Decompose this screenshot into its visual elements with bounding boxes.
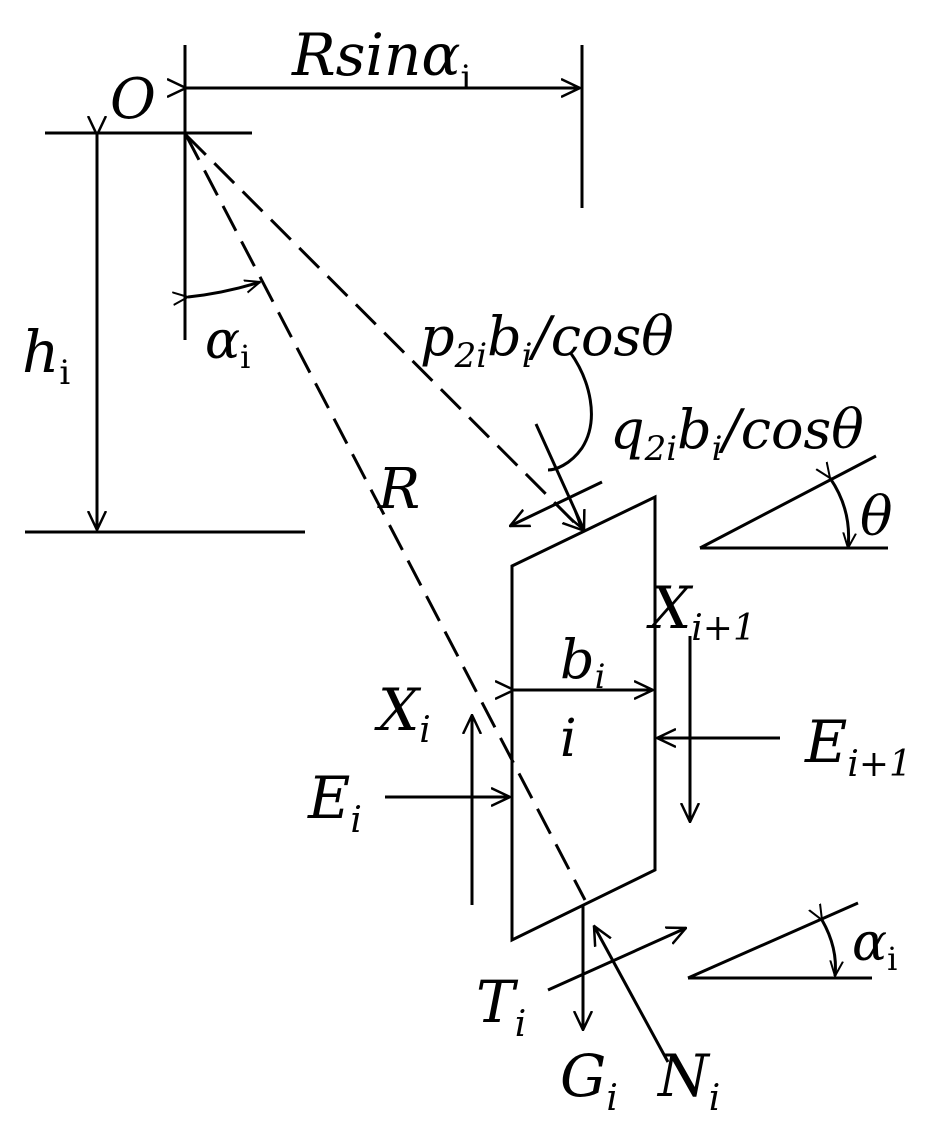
theta-label: θ — [860, 485, 893, 548]
hi-sub: i — [59, 353, 70, 393]
q-load-main: q — [610, 398, 645, 461]
bi-main: b — [560, 628, 595, 691]
e-i-main: E — [307, 764, 350, 832]
radius-label: R — [377, 457, 420, 522]
t-i-sub: i — [515, 1004, 527, 1045]
q-load-rest-sub: i — [712, 429, 723, 469]
e-next-label: Ei+1 — [804, 708, 912, 785]
n-i-main: N — [656, 1042, 711, 1110]
g-i-label: Gi — [560, 1042, 618, 1119]
p-load-rest-sub: i — [522, 336, 533, 376]
rsin-main: Rsin — [291, 21, 421, 89]
alpha-top-label: αi — [205, 311, 250, 376]
origin-label: O — [110, 67, 156, 132]
x-next-label: Xi+1 — [646, 574, 756, 649]
rsin-alpha-label: Rsinαi — [291, 21, 472, 98]
x-next-sub: i+1 — [691, 608, 756, 649]
x-next-main: X — [646, 574, 694, 642]
t-i-label: Ti — [476, 968, 526, 1045]
p-load-tail: /cosθ — [528, 305, 674, 368]
slice-index-label: i — [560, 709, 577, 769]
n-normal-arrow — [594, 926, 670, 1063]
q-load-sub: 2i — [644, 429, 678, 469]
n-i-label: Ni — [656, 1042, 720, 1119]
x-i-label: Xi — [374, 676, 431, 751]
bi-label: bi — [560, 628, 605, 697]
p-load-label: p2ibi/cosθ — [420, 305, 674, 376]
rsin-sub: i — [461, 58, 472, 98]
alpha-base-label: αi — [852, 913, 897, 978]
p-load-sub: 2i — [454, 336, 488, 376]
rsin-greek: α — [421, 21, 460, 89]
radius-dashed-line-to-slice-top — [184, 133, 582, 530]
x-i-sub: i — [419, 710, 431, 751]
e-i-label: Ei — [307, 764, 362, 841]
hi-main: h — [22, 318, 59, 386]
bi-sub: i — [595, 657, 606, 697]
p-load-leader-curve — [547, 351, 593, 472]
radius-dashed-line-to-slice-base — [184, 134, 587, 901]
e-next-sub: i+1 — [847, 744, 912, 785]
alpha-top-sub: i — [240, 338, 250, 376]
e-i-sub: i — [350, 800, 362, 841]
p-load-rest: b — [487, 305, 522, 368]
alpha-angle-arc-base — [822, 920, 835, 976]
q-load-arrow — [510, 480, 603, 528]
g-i-main: G — [560, 1042, 606, 1110]
n-i-sub: i — [709, 1078, 721, 1119]
theta-angle-arc — [830, 478, 849, 548]
q-load-label: q2ibi/cosθ — [610, 398, 864, 469]
alpha-angle-arc-top — [188, 282, 260, 297]
soil-slice — [510, 494, 657, 943]
t-i-main: T — [476, 968, 519, 1036]
t-shear-arrow — [547, 928, 686, 992]
q-load-tail: /cosθ — [718, 398, 864, 461]
alpha-top-main: α — [205, 311, 240, 371]
hi-label: hi — [22, 318, 70, 393]
x-i-main: X — [374, 676, 422, 744]
p-load-main: p — [420, 305, 455, 368]
q-load-rest: b — [677, 398, 712, 461]
p-load-arrow — [534, 423, 584, 530]
alpha-base-sub: i — [887, 940, 897, 978]
e-next-main: E — [804, 708, 847, 776]
g-i-sub: i — [606, 1078, 618, 1119]
alpha-base-main: α — [852, 913, 887, 973]
